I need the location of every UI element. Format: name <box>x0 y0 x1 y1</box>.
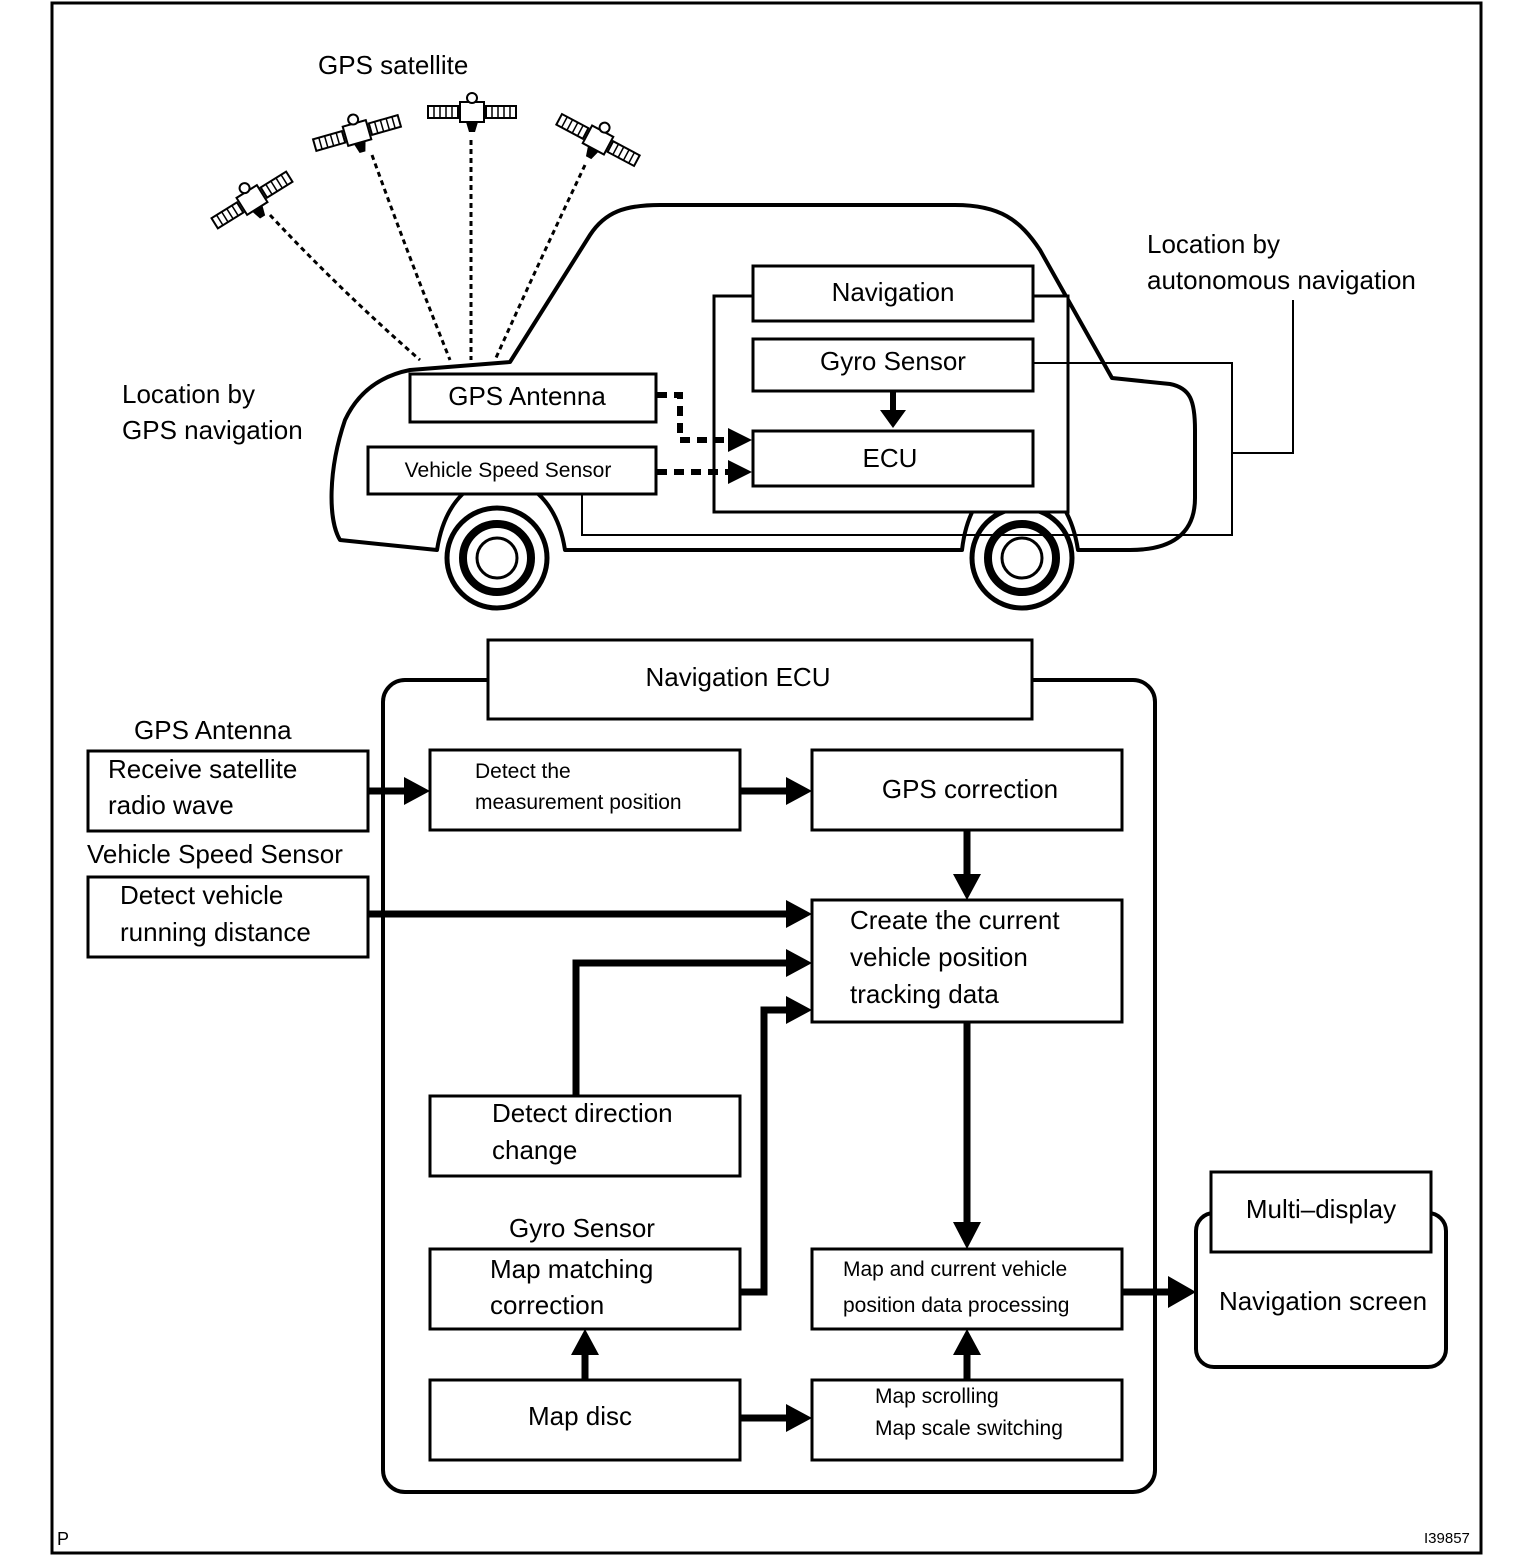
gps-correction-box <box>810 748 1124 832</box>
dashed-arrow <box>657 392 752 452</box>
receive-line1: Receive satellite <box>108 754 298 784</box>
ecu-box <box>751 429 1035 488</box>
leader-line <box>581 300 1294 536</box>
detect-direction-line2: change <box>492 1135 578 1165</box>
multi-display-label: Multi–display <box>1245 1194 1397 1224</box>
radio-wave-icon <box>268 140 587 362</box>
map-processing-line2: position data processing <box>843 1294 1070 1317</box>
car-body <box>329 203 1197 552</box>
navigation-screen-label: Navigation screen <box>1218 1286 1428 1316</box>
detect-running-distance-box <box>86 875 370 959</box>
footer-left-code: P <box>57 1529 70 1549</box>
wheel-icon <box>444 505 550 611</box>
wheel-icon <box>969 505 1075 611</box>
flow-arrows <box>368 787 1170 1422</box>
gps-antenna-label: GPS Antenna <box>448 381 606 411</box>
create-tracking-line2: vehicle position <box>850 942 1028 972</box>
gps-correction-label: GPS correction <box>881 774 1059 804</box>
location-auto-label-line1: Location by <box>1147 229 1280 259</box>
vehicle-speed-sensor-label: Vehicle Speed Sensor <box>404 459 612 482</box>
gps-antenna-title: GPS Antenna <box>134 715 292 745</box>
satellite-icon <box>548 101 647 180</box>
satellite-icon <box>203 159 301 242</box>
map-scroll-line2: Map scale switching <box>875 1417 1063 1440</box>
receive-radio-wave-box <box>86 749 370 833</box>
map-matching-line1: Map matching <box>490 1254 654 1284</box>
map-disc-box <box>428 1378 742 1462</box>
map-processing-box <box>810 1247 1124 1331</box>
gyro-sensor-title: Gyro Sensor <box>509 1213 655 1243</box>
vehicle-speed-sensor-box <box>366 445 658 496</box>
figure-id: I39857 <box>1424 1530 1470 1547</box>
detect-direction-line1: Detect direction <box>492 1098 673 1128</box>
detect-direction-change-box <box>428 1094 742 1178</box>
satellite-icon <box>427 92 517 133</box>
detect-measure-line1: Detect the <box>475 760 571 783</box>
arrowheads <box>404 777 1196 1432</box>
receive-line2: radio wave <box>108 790 234 820</box>
location-gps-label-line1: Location by <box>122 379 255 409</box>
location-auto-label-line2: autonomous navigation <box>1147 265 1416 295</box>
create-tracking-line3: tracking data <box>850 979 999 1009</box>
gyro-sensor-label: Gyro Sensor <box>820 346 966 376</box>
detect-distance-line2: running distance <box>120 917 311 947</box>
map-disc-label: Map disc <box>527 1401 633 1431</box>
outer-frame <box>50 1 1483 1555</box>
map-matching-correction-box <box>428 1247 742 1331</box>
create-tracking-line1: Create the current <box>850 905 1060 935</box>
ecu-label: ECU <box>862 443 918 473</box>
navigation-box <box>751 264 1035 323</box>
detect-measure-line2: measurement position <box>475 791 682 814</box>
navigation-ecu-title-box <box>486 638 1034 721</box>
dashed-arrow <box>657 460 752 484</box>
arrow <box>880 391 906 428</box>
navigation-ecu-title: Navigation ECU <box>645 662 831 692</box>
multi-display-title-box <box>1209 1170 1433 1254</box>
navigation-label: Navigation <box>831 277 955 307</box>
map-scrolling-box <box>810 1378 1124 1462</box>
detect-distance-line1: Detect vehicle <box>120 880 284 910</box>
detect-measurement-box <box>428 748 742 832</box>
satellite-icon <box>308 101 406 166</box>
gps-antenna-box <box>408 372 658 424</box>
vehicle-speed-sensor-title: Vehicle Speed Sensor <box>87 839 343 869</box>
location-gps-label-line2: GPS navigation <box>122 415 303 445</box>
map-scroll-line1: Map scrolling <box>875 1385 999 1408</box>
gps-satellite-label: GPS satellite <box>318 50 469 80</box>
gyro-sensor-box <box>751 337 1035 393</box>
map-matching-line2: correction <box>490 1290 605 1320</box>
create-tracking-data-box <box>810 898 1124 1024</box>
map-processing-line1: Map and current vehicle <box>843 1258 1068 1281</box>
